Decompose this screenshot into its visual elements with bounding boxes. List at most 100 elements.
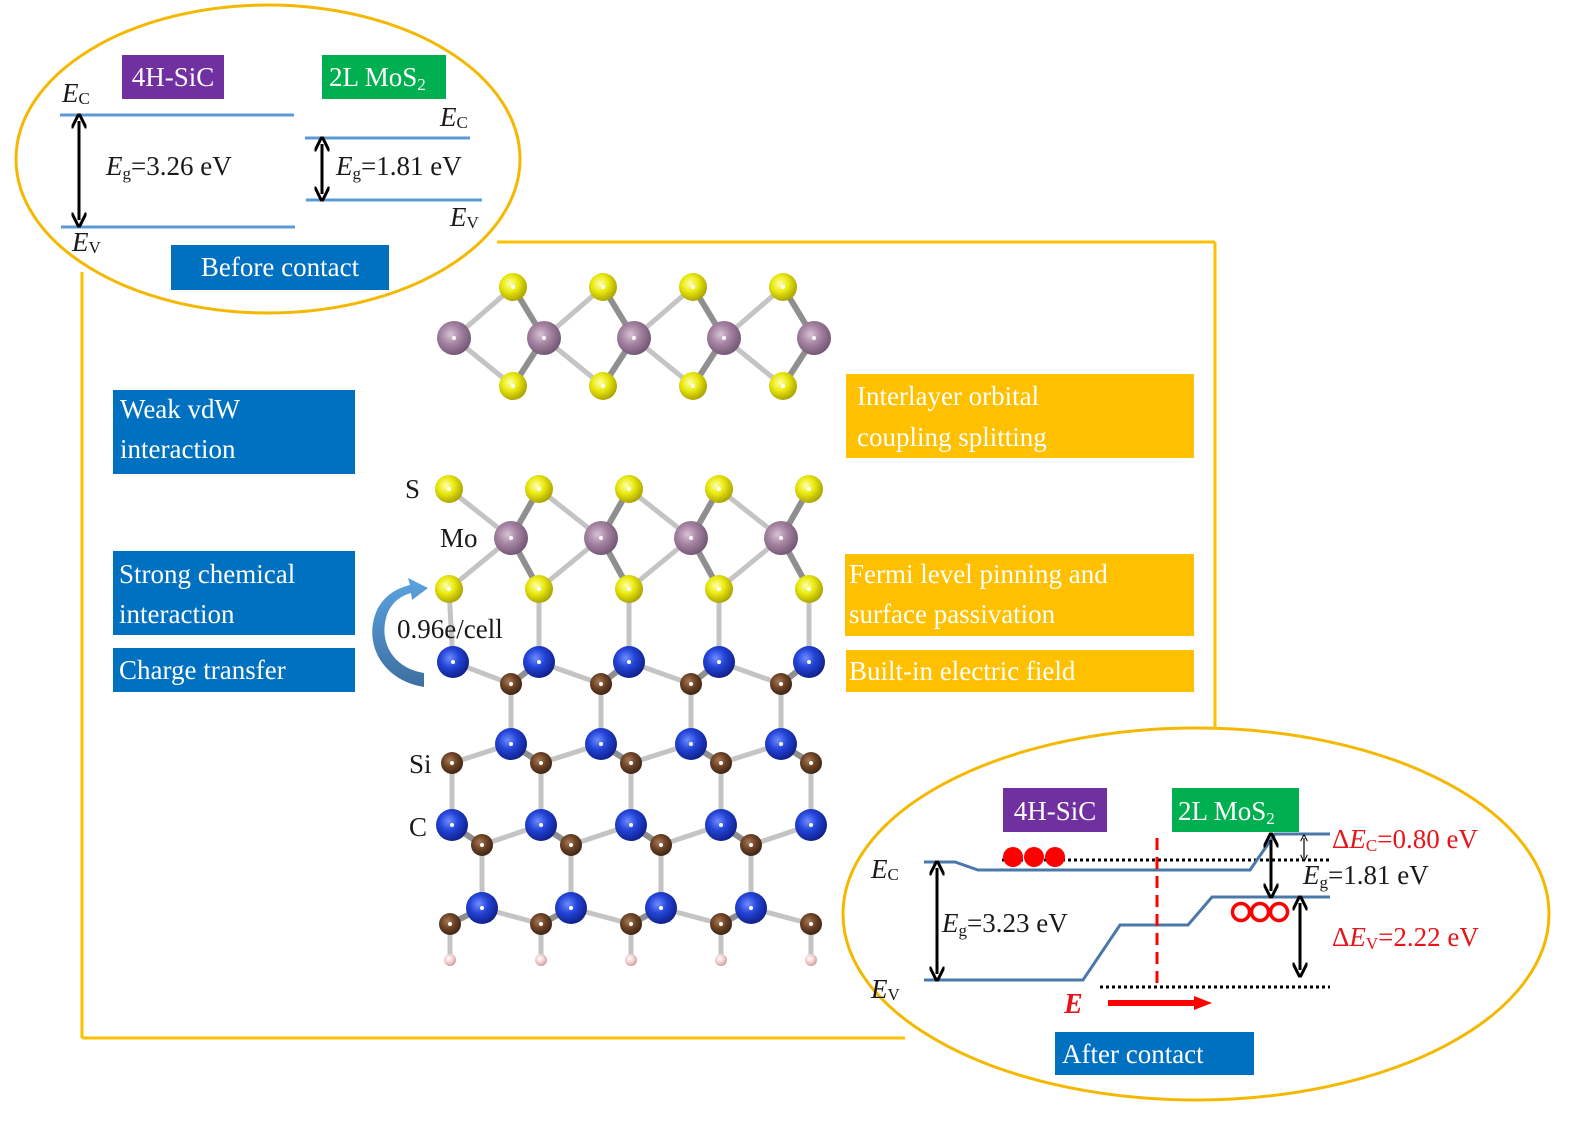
electric-field-arrow-icon bbox=[1194, 996, 1212, 1010]
atom-highlight bbox=[717, 587, 721, 591]
atom-highlight bbox=[569, 843, 573, 847]
atom-h bbox=[444, 954, 456, 966]
atom-highlight bbox=[809, 761, 813, 765]
atom-highlight bbox=[537, 487, 541, 491]
charge-transfer-box bbox=[113, 648, 355, 692]
charge-transfer-label: Charge transfer bbox=[119, 655, 286, 685]
atom-highlight bbox=[451, 660, 455, 664]
atom-highlight bbox=[542, 336, 546, 340]
label-mos2-before bbox=[322, 55, 446, 99]
atom-highlight bbox=[691, 384, 695, 388]
atom-highlight bbox=[537, 660, 541, 664]
atom-highlight bbox=[450, 823, 454, 827]
after-ec-band bbox=[924, 832, 1330, 872]
atom-highlight bbox=[719, 823, 723, 827]
atom-highlight bbox=[509, 536, 513, 540]
label-4h-sic-before-text: 4H-SiC bbox=[132, 62, 215, 92]
atom-highlight bbox=[627, 660, 631, 664]
atom-highlight bbox=[749, 906, 753, 910]
label-mos2-before-text: 2L MoS2 bbox=[329, 62, 426, 94]
atom-highlight bbox=[601, 384, 605, 388]
atom-highlight bbox=[450, 761, 454, 765]
holes-group bbox=[1230, 901, 1290, 923]
atom-highlight bbox=[632, 336, 636, 340]
mos2-ec-label: EC bbox=[439, 102, 468, 132]
sic-ev-label: EV bbox=[71, 227, 102, 257]
fermi-line1: Fermi level pinning and bbox=[849, 559, 1108, 589]
atom-highlight bbox=[480, 906, 484, 910]
atom-label-s: S bbox=[405, 474, 420, 504]
atom-highlight bbox=[509, 742, 513, 746]
atom-highlight bbox=[781, 384, 785, 388]
atom-highlight bbox=[480, 843, 484, 847]
electron-icon bbox=[1003, 847, 1023, 867]
atom-highlight bbox=[448, 922, 452, 926]
before-contact-label: Before contact bbox=[201, 252, 360, 282]
mos2-ev-label: EV bbox=[449, 202, 480, 232]
strong-chem-box bbox=[113, 551, 355, 635]
atom-highlight bbox=[691, 285, 695, 289]
atom-highlight bbox=[447, 487, 451, 491]
after-ev-band bbox=[924, 895, 1330, 982]
sic-ec-label: EC bbox=[61, 78, 90, 108]
atom-highlight bbox=[781, 285, 785, 289]
mos2-eg-label: Eg=1.81 eV bbox=[335, 151, 462, 183]
left-labels: Weak vdW interaction Strong chemical int… bbox=[113, 390, 355, 692]
hole-icon bbox=[1230, 901, 1252, 923]
interlayer-box bbox=[846, 374, 1194, 458]
atom-h bbox=[625, 954, 637, 966]
builtin-label: Built-in electric field bbox=[849, 656, 1076, 686]
after-contact-label: After contact bbox=[1062, 1039, 1204, 1069]
strong-chem-line2: interaction bbox=[119, 599, 235, 629]
weak-vdw-line1: Weak vdW bbox=[120, 394, 241, 424]
atom-highlight bbox=[722, 336, 726, 340]
atom-highlight bbox=[629, 823, 633, 827]
atom-highlight bbox=[511, 285, 515, 289]
atom-highlight bbox=[779, 742, 783, 746]
after-contact-panel: 4H-SiC 2L MoS2 EC EV Eg=3.23 eV Eg=1.81 … bbox=[841, 242, 1551, 1102]
atom-highlight bbox=[659, 843, 663, 847]
atom-highlight bbox=[779, 682, 783, 686]
atom-highlight bbox=[719, 922, 723, 926]
atom-h bbox=[535, 954, 547, 966]
electron-icon bbox=[1045, 847, 1065, 867]
atom-highlight bbox=[689, 742, 693, 746]
hole-icon bbox=[1268, 901, 1290, 923]
before-contact-panel: 4H-SiC 2L MoS2 EC EV Eg=3.26 eV EC EV Eg… bbox=[14, 3, 522, 315]
atom-highlight bbox=[539, 922, 543, 926]
atom-highlight bbox=[719, 761, 723, 765]
atom-highlight bbox=[599, 742, 603, 746]
after-ec-label: EC bbox=[870, 854, 899, 884]
atom-highlight bbox=[807, 587, 811, 591]
delta-ev-label: ΔEV=2.22 eV bbox=[1332, 922, 1479, 953]
delta-ec-label: ΔEC=0.80 eV bbox=[1332, 824, 1478, 855]
atom-highlight bbox=[511, 384, 515, 388]
atom-highlight bbox=[539, 761, 543, 765]
atom-highlight bbox=[659, 906, 663, 910]
atom-highlight bbox=[749, 843, 753, 847]
before-contact-label-box bbox=[171, 245, 389, 290]
atom-highlight bbox=[599, 682, 603, 686]
electric-field-label: E bbox=[1063, 989, 1083, 1020]
atom-highlight bbox=[569, 906, 573, 910]
atom-highlight bbox=[537, 587, 541, 591]
weak-vdw-line2: interaction bbox=[120, 434, 236, 464]
atom-highlight bbox=[807, 487, 811, 491]
electrons-group bbox=[1003, 847, 1065, 867]
atom-h bbox=[715, 954, 727, 966]
atom-highlight bbox=[807, 660, 811, 664]
label-mos2-after bbox=[1172, 788, 1299, 832]
atom-highlight bbox=[509, 682, 513, 686]
atom-highlight bbox=[689, 536, 693, 540]
after-ev-label: EV bbox=[870, 974, 901, 1004]
atom-highlight bbox=[627, 487, 631, 491]
strong-chem-line1: Strong chemical bbox=[119, 559, 295, 589]
atom-highlight bbox=[629, 922, 633, 926]
electron-icon bbox=[1024, 847, 1044, 867]
weak-vdw-box bbox=[113, 390, 355, 474]
atom-highlight bbox=[629, 761, 633, 765]
builtin-box bbox=[846, 650, 1194, 692]
label-4h-sic-after-text: 4H-SiC bbox=[1014, 796, 1097, 826]
interlayer-line2: coupling splitting bbox=[857, 422, 1047, 452]
